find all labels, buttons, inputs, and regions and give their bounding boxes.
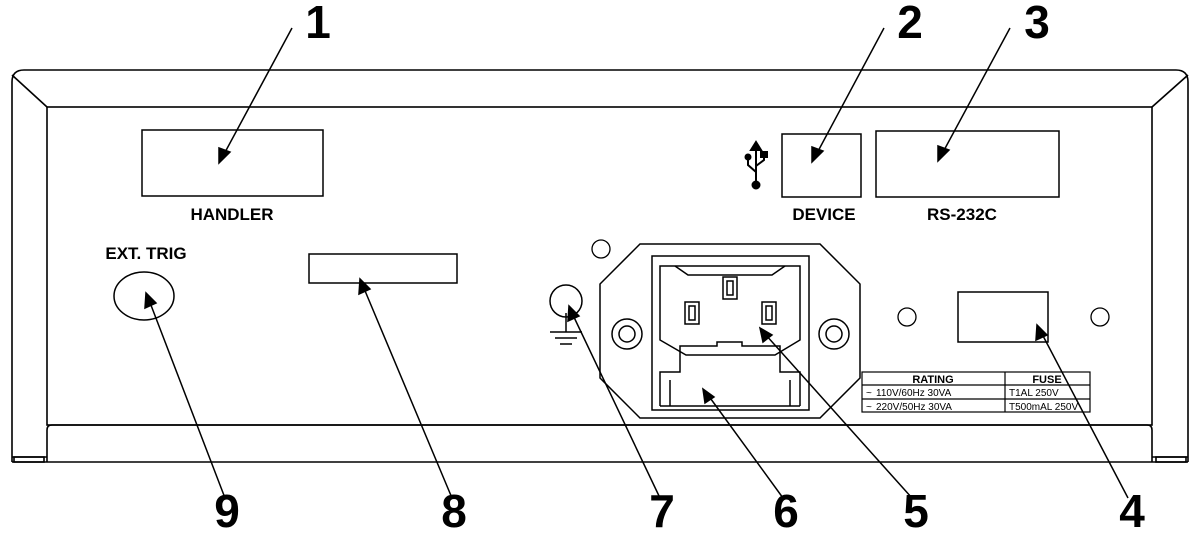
rating-header: RATING	[912, 374, 953, 386]
ac-symbol: ~	[866, 388, 872, 399]
card-slot	[308, 253, 458, 284]
screw-hole	[591, 239, 611, 259]
ext-trig-label: EXT. TRIG	[105, 244, 186, 263]
rs232c-connector	[875, 130, 1060, 198]
leader-lines	[144, 27, 1129, 499]
callout-1: 1	[305, 0, 331, 48]
device-label: DEVICE	[792, 205, 855, 224]
fuse-header: FUSE	[1032, 374, 1061, 386]
handler-label: HANDLER	[190, 205, 273, 224]
power-inlet-module	[599, 243, 861, 419]
rating-table: RATING FUSE ~ 110V/60Hz 30VA T1AL 250V ~…	[861, 371, 1091, 413]
screw-hole-left	[897, 307, 917, 327]
housing	[11, 69, 1189, 463]
callout-4: 4	[1119, 485, 1145, 533]
screw-hole-right	[1090, 307, 1110, 327]
usb-device-connector	[781, 133, 862, 198]
ext-trig-connector	[113, 271, 175, 321]
callout-8: 8	[441, 485, 467, 533]
fuse-holder	[659, 341, 801, 407]
callout-9: 9	[214, 485, 240, 533]
ground-terminal	[549, 284, 583, 345]
callout-2: 2	[897, 0, 923, 48]
fuse-row-1: T1AL 250V	[1009, 388, 1059, 399]
rating-row-2: 220V/50Hz 30VA	[876, 402, 952, 413]
power-switch	[957, 291, 1049, 343]
callout-6: 6	[773, 485, 799, 533]
rating-row-1: 110V/60Hz 30VA	[876, 388, 952, 399]
rs232c-label: RS-232C	[927, 205, 997, 224]
usb-icon	[744, 140, 768, 190]
callout-7: 7	[649, 485, 675, 533]
fuse-row-2: T500mAL 250V	[1009, 402, 1078, 413]
callout-5: 5	[903, 485, 929, 533]
ac-symbol: ~	[866, 402, 872, 413]
handler-connector	[141, 129, 324, 197]
callout-3: 3	[1024, 0, 1050, 48]
ac-inlet-socket	[659, 265, 801, 356]
